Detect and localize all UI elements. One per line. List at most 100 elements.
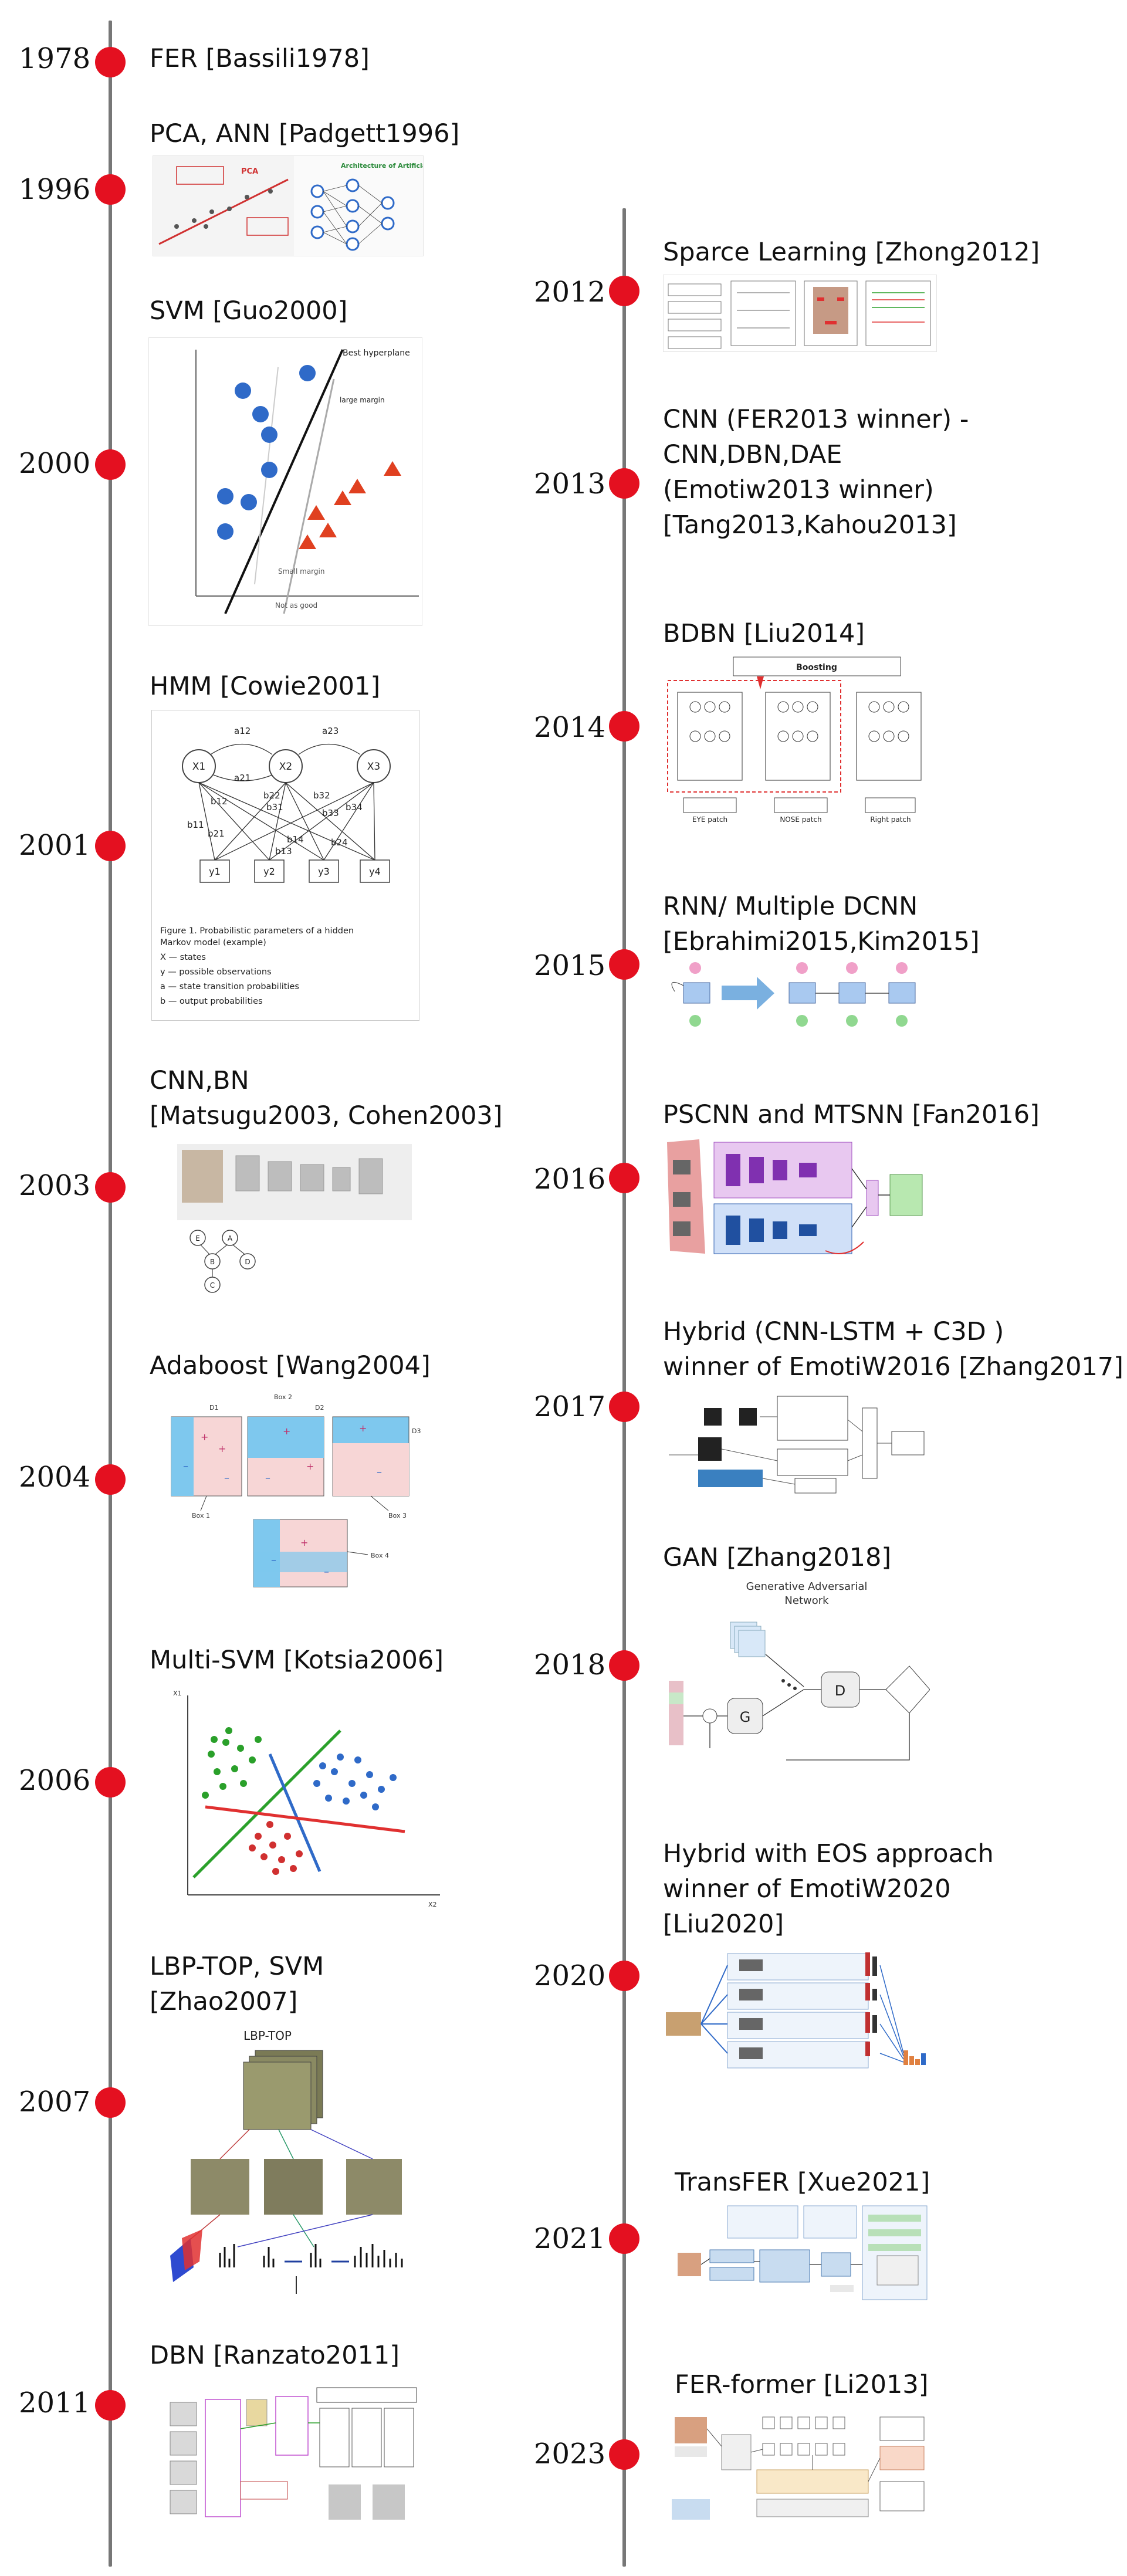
entry-title: PCA, ANN [Padgett1996] [150,119,460,148]
b22-label: b22 [263,790,280,801]
svg-text:+: + [201,1431,208,1443]
year-label: 2021 [534,2222,606,2255]
svg-text:–: – [224,1472,229,1484]
x2-axis-label: X2 [428,1901,437,1908]
svg-text:–: – [183,1460,188,1473]
not-good-label: Not as good [275,601,317,610]
b11-label: b11 [187,820,204,830]
svg-text:+: + [359,1423,367,1434]
b12-label: b12 [211,796,228,807]
timeline-dot [95,1767,126,1798]
a12-label: a12 [234,726,251,736]
year-label: 2000 [19,447,91,480]
entry-title: CNN (FER2013 winner) -CNN,DBN,DAE(Emotiw… [663,405,969,540]
year-label: 2013 [534,468,606,500]
lbp-top-figure: LBP-TOP [167,2027,419,2297]
year-label: 2017 [534,1390,606,1423]
caption-line-2: Markov model (example) [160,938,266,947]
timeline-dot [95,2087,126,2118]
hybrid-2017-figure [663,1385,930,1499]
entry-title: TransFER [Xue2021] [675,2168,930,2197]
timeline-dot [95,47,126,77]
entry-title: Adaboost [Wang2004] [150,1351,431,1380]
state-x3: X3 [367,761,380,773]
svg-text:–: – [265,1472,270,1484]
timeline-dot [609,1650,639,1681]
entry-title: FER-former [Li2013] [675,2370,929,2399]
year-label: 2015 [534,949,606,982]
timeline-dot [95,449,126,480]
svg-text:+: + [300,1537,308,1548]
entry-title: SVM [Guo2000] [150,296,348,326]
right-patch-label: Right patch [870,815,911,824]
d1-label: D1 [209,1404,218,1411]
entry-title: PSCNN and MTSNN [Fan2016] [663,1100,1040,1129]
fer-former-figure [669,2411,933,2523]
timeline-dot [95,831,126,861]
entry-title: Hybrid (CNN-LSTM + C3D )winner of EmotiW… [663,1317,1123,1382]
dbn-figure [158,2382,422,2526]
year-label: 2018 [534,1648,606,1681]
cnn-bn-figure: E A B D C [165,1141,417,1294]
svg-text:–: – [271,1554,276,1566]
year-label: 2001 [19,829,91,862]
year-label: 2012 [534,276,606,309]
timeline-dot [609,1163,639,1193]
output-y3: y3 [318,866,330,877]
b32-label: b32 [313,790,330,801]
ann-label: Architecture of Artificial Neural Networ… [341,162,423,170]
box3-label: Box 3 [388,1512,407,1519]
sparse-learning-figure [663,275,937,352]
boosting-label: Boosting [796,663,837,672]
svg-text:+: + [218,1443,226,1454]
adaboost-figure: D1 Box 2 D2 D3 Box 1 Box 3 Box 4 ++++++ … [165,1387,432,1599]
state-x2: X2 [279,761,292,773]
caption-line-5: a — state transition probabilities [160,982,299,991]
node-c: C [210,1281,215,1289]
year-label: 2004 [19,1461,91,1494]
x1-axis-label: X1 [173,1690,182,1697]
svg-text:+: + [283,1426,290,1437]
entry-title: HMM [Cowie2001] [150,672,381,701]
gan-title-2: Network [784,1595,829,1607]
box1-label: Box 1 [192,1512,210,1519]
entry-title: CNN,BN[Matsugu2003, Cohen2003] [150,1066,503,1130]
multi-svm-figure: X1 X2 [170,1684,446,1912]
b14-label: b14 [287,834,304,845]
year-label: 2006 [19,1764,91,1797]
node-b: B [210,1258,215,1266]
year-label: 1978 [19,42,91,75]
svg-text:–: – [377,1466,382,1478]
node-e: E [195,1234,200,1243]
node-a: A [228,1234,233,1243]
nose-patch-label: NOSE patch [780,815,821,824]
timeline-dot [609,2223,639,2254]
eye-patch-label: EYE patch [692,815,727,824]
bdbn-figure: Boosting EYE patch NOSE patch Right patc… [663,654,927,824]
timeline-dot [609,1392,639,1422]
entry-title: FER [Bassili1978] [150,44,370,73]
node-d: D [245,1258,250,1266]
svm-figure: Best hyperplane large margin Small margi… [148,337,422,626]
entry-title: GAN [Zhang2018] [663,1543,892,1572]
year-label: 2007 [19,2086,91,2118]
year-label: 2003 [19,1169,91,1202]
entry-title: RNN/ Multiple DCNN[Ebrahimi2015,Kim2015] [663,892,980,956]
d3-label: D3 [412,1427,421,1435]
year-label: 2016 [534,1163,606,1196]
timeline-dot [609,2439,639,2470]
gan-title-1: Generative Adversarial [746,1580,868,1593]
left-timeline-axis [109,21,112,2567]
output-y1: y1 [209,866,221,877]
entry-title: Multi-SVM [Kotsia2006] [150,1646,444,1675]
caption-line-6: b — output probabilities [160,997,263,1006]
entry-title: Sparce Learning [Zhong2012] [663,238,1040,267]
caption-line-3: X — states [160,953,206,962]
timeline-dot [95,2390,126,2421]
entry-title: LBP-TOP, SVM[Zhao2007] [150,1952,324,2016]
svg-text:D: D [835,1683,845,1699]
pca-ann-figure: PCA Architecture of Artificial Neural Ne… [153,155,424,256]
large-margin-label: large margin [340,396,385,404]
year-label: 2011 [19,2387,91,2419]
